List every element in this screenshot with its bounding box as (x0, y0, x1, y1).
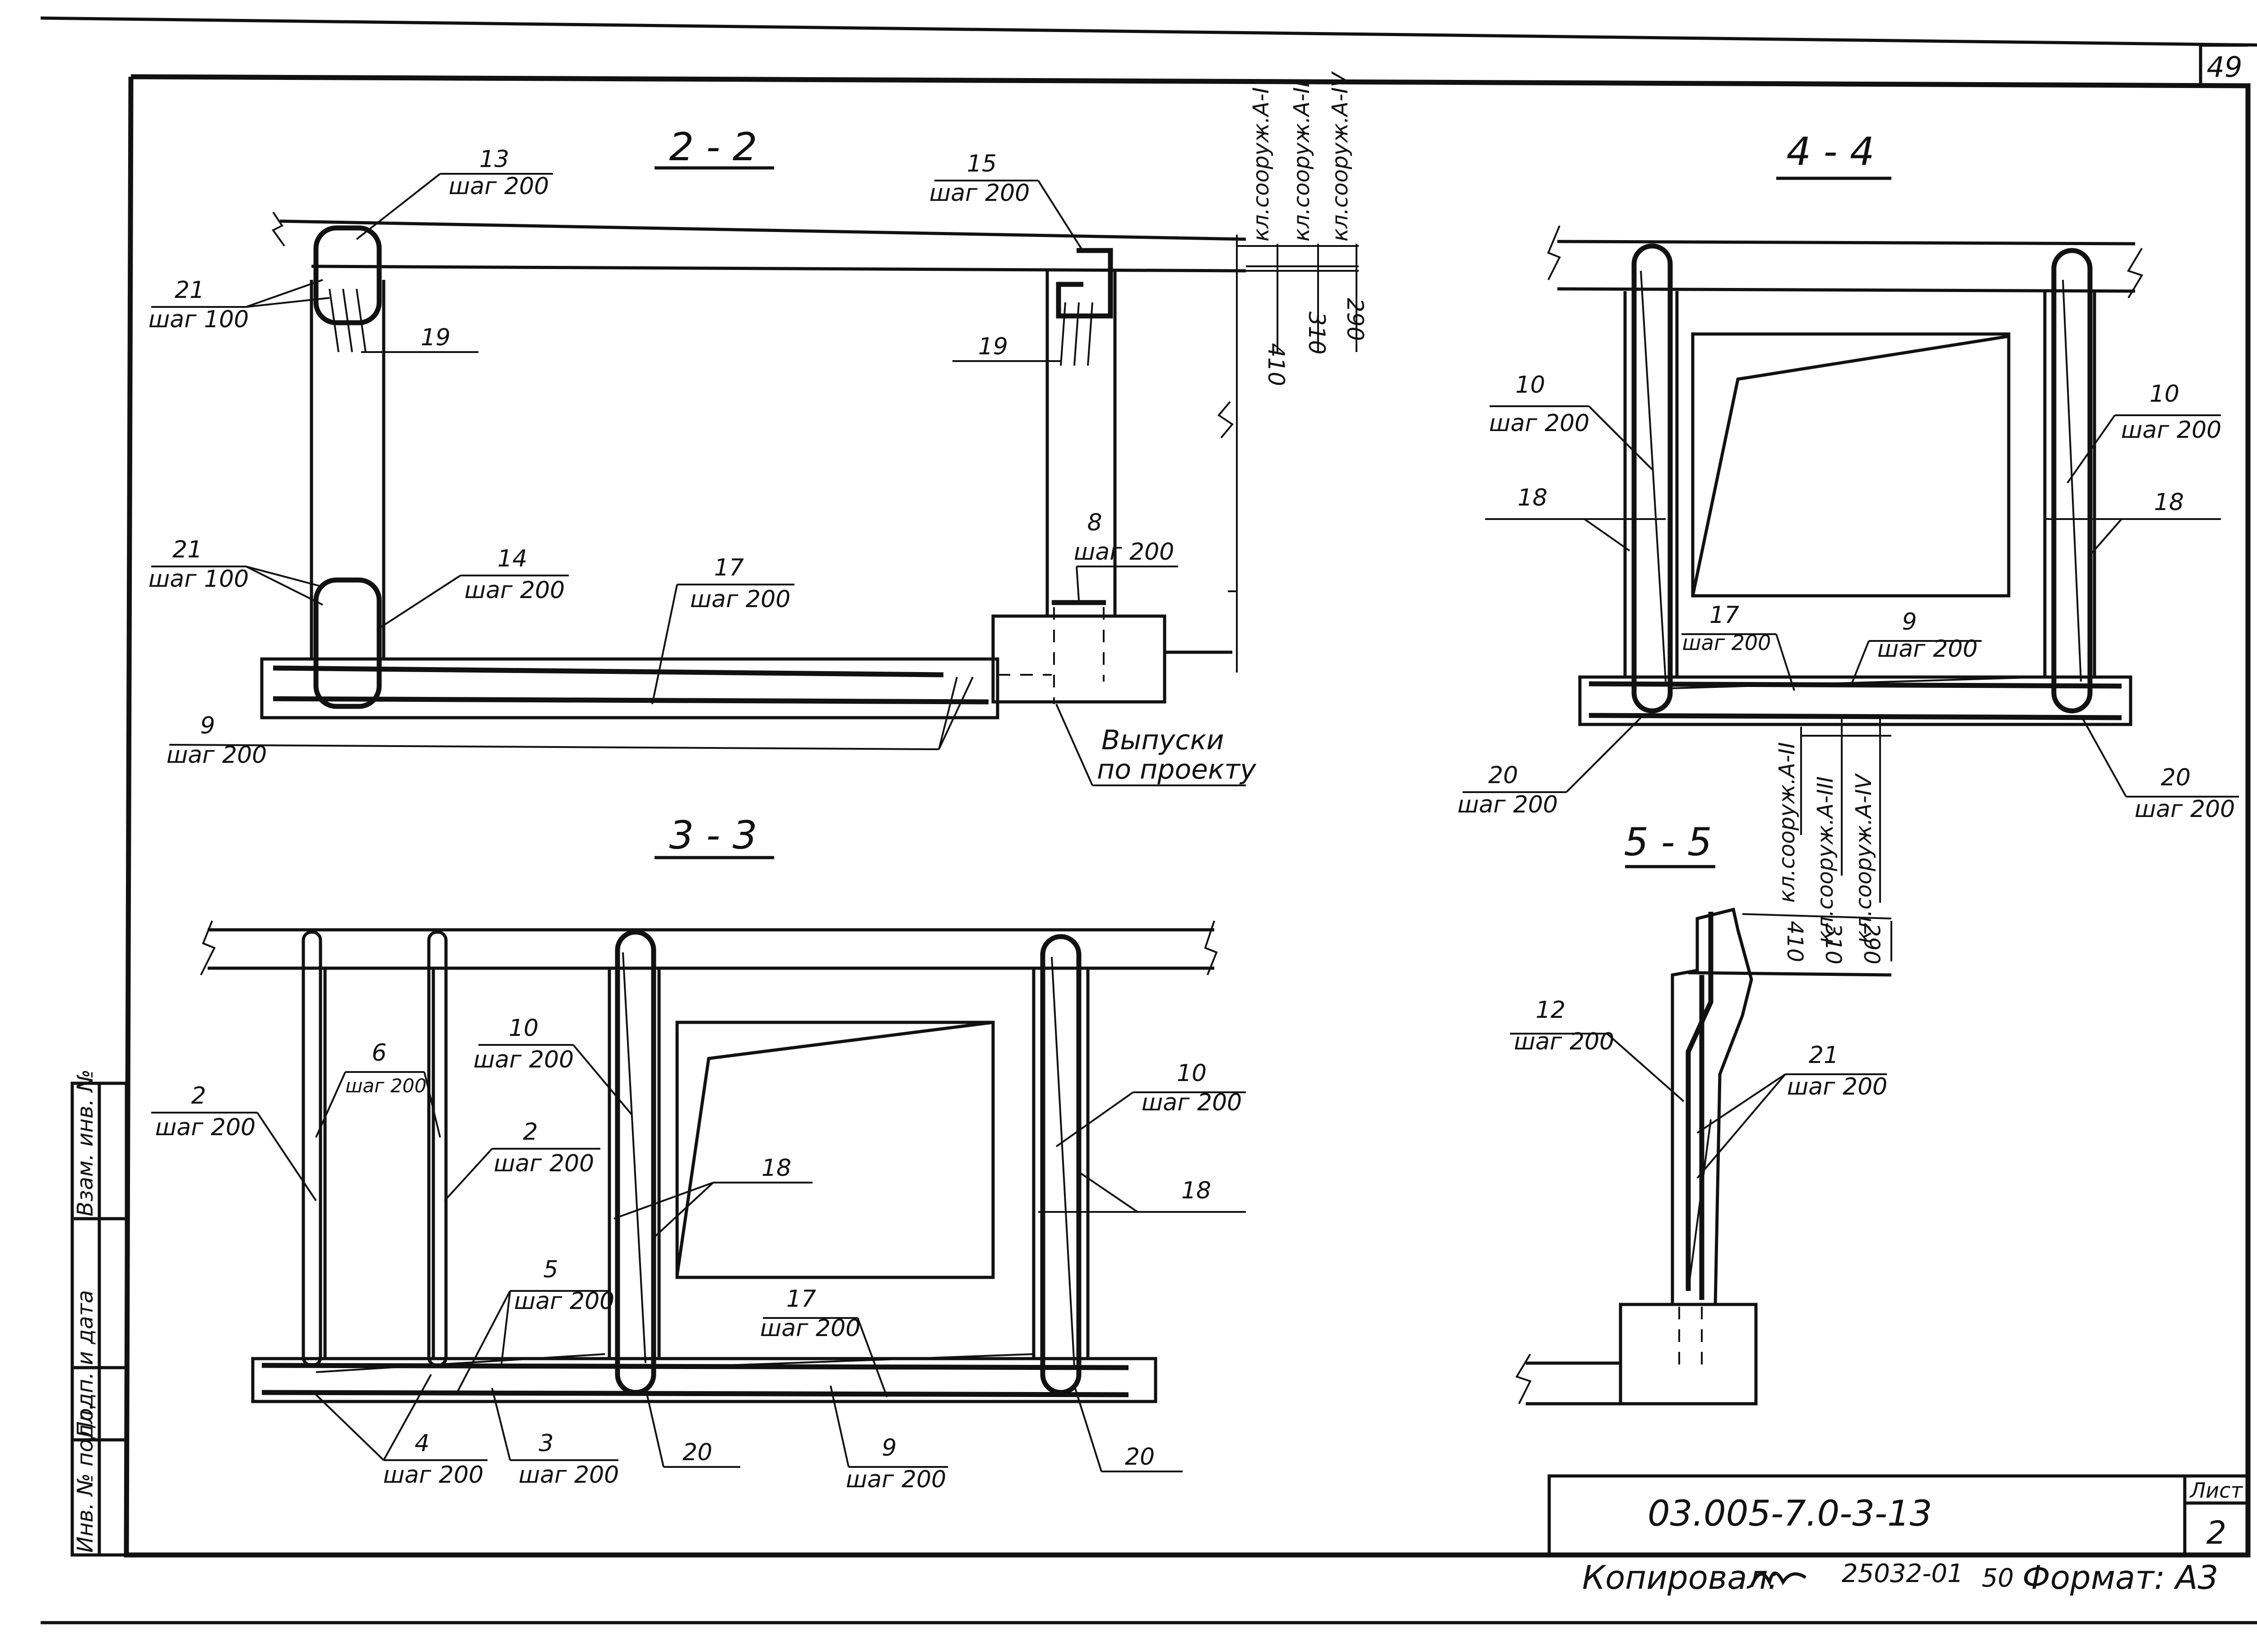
dim-5-5-410: 410 (1782, 921, 1807, 962)
sheet-label: Лист (2189, 1478, 2243, 1503)
stamp-replace-inv: Взам. инв. № (73, 1069, 98, 1216)
paper-format: Формат: А3 (2022, 1559, 2218, 1596)
label-2-2-bar14: 14 (497, 545, 527, 572)
label-3-3-bar5: 5 (543, 1256, 558, 1283)
label-4-4-bar20-left: 20 (1488, 762, 1518, 789)
section-4-4-dims (1800, 718, 1891, 903)
step-3-3-bar17: шаг 200 (760, 1315, 861, 1342)
step-4-4-bar10-right: шаг 200 (2121, 417, 2222, 444)
copy-suffix: 50 (1982, 1564, 2014, 1593)
stamp-sign-date: Подп. и дата (73, 1290, 98, 1438)
class-4-4-a3: кл.сооруж.А-III (1813, 776, 1838, 943)
section-2-2: 2 - 2 13 шаг 200 15 шаг 200 21 шаг 100 1… (149, 71, 1368, 786)
dim-2-2-290: 290 (1342, 298, 1368, 341)
label-2-2-bar13: 13 (479, 146, 509, 173)
dim-2-2-410: 410 (1263, 343, 1289, 386)
step-2-2-bar21-top: шаг 100 (149, 306, 249, 333)
section-4-4-title: 4 - 4 (1786, 129, 1874, 174)
label-2-2-bar15: 15 (967, 150, 997, 177)
page-number: 49 (2207, 51, 2243, 84)
section-3-3-geometry (200, 920, 1218, 1403)
label-5-5-bar12: 12 (1536, 997, 1565, 1024)
section-4-4-geometry (1547, 225, 2143, 726)
step-3-3-bar10-left: шаг 200 (474, 1046, 574, 1073)
dim-2-2-310: 310 (1304, 311, 1330, 354)
label-3-3-bar18-left: 18 (762, 1155, 791, 1182)
step-2-2-bar8: шаг 200 (1074, 538, 1175, 566)
label-3-3-bar18-right: 18 (1181, 1177, 1211, 1204)
step-3-3-bar4: шаг 200 (383, 1462, 484, 1489)
label-3-3-bar10-left: 10 (509, 1015, 539, 1042)
label-2-2-bar9: 9 (200, 712, 215, 739)
label-4-4-bar10-left: 10 (1515, 371, 1545, 399)
copy-number: 25032-01 (1842, 1559, 1964, 1588)
step-3-3-bar2-left: шаг 200 (155, 1114, 256, 1141)
step-5-5-bar21: шаг 200 (1787, 1073, 1888, 1100)
step-2-2-bar15: шаг 200 (929, 180, 1030, 207)
label-3-3-bar4: 4 (414, 1430, 429, 1457)
step-3-3-bar6: шаг 200 (345, 1075, 427, 1097)
label-4-4-bar18-right: 18 (2154, 489, 2184, 516)
step-3-3-bar3: шаг 200 (519, 1462, 619, 1489)
section-5-5-title: 5 - 5 (1624, 820, 1712, 865)
label-2-2-bar19-left: 19 (421, 324, 450, 351)
class-2-2-a2: кл.сооруж.А-II (1289, 81, 1314, 241)
label-3-3-bar17: 17 (786, 1285, 816, 1313)
step-3-3-bar9: шаг 200 (846, 1466, 947, 1493)
class-2-2-a4: кл.сооруж.А-IV (1328, 71, 1353, 241)
section-2-2-title: 2 - 2 (669, 125, 757, 170)
step-3-3-bar2-mid: шаг 200 (494, 1150, 594, 1177)
step-4-4-bar20-right: шаг 200 (2135, 796, 2235, 823)
step-2-2-bar13: шаг 200 (449, 173, 549, 200)
label-3-3-bar10-right: 10 (1177, 1060, 1207, 1087)
label-3-3-bar6: 6 (372, 1039, 386, 1067)
label-3-3-bar2-mid: 2 (523, 1118, 538, 1146)
dim-5-5-290: 290 (1859, 923, 1884, 965)
label-2-2-bar21-bottom: 21 (172, 536, 202, 563)
outlets-label-line2: по проекту (1097, 754, 1257, 785)
step-4-4-bar9: шаг 200 (1877, 636, 1978, 663)
label-3-3-bar20-right: 20 (1125, 1443, 1155, 1471)
label-3-3-bar3: 3 (539, 1430, 553, 1457)
sheet-frame (40, 16, 2257, 1624)
sheet-number: 2 (2206, 1514, 2227, 1551)
section-3-3: 3 - 3 2 шаг 200 6 шаг 200 2 шаг 200 10 ш… (151, 813, 1246, 1493)
stamp-inv-number: Инв. № подл. (73, 1403, 98, 1553)
section-5-5-geometry (1515, 907, 1892, 1406)
dim-5-5-310: 310 (1820, 923, 1846, 965)
step-3-3-bar10-right: шаг 200 (1142, 1089, 1242, 1116)
section-4-4: 4 - 4 10 шаг 200 18 10 шаг 200 18 17 шаг… (1458, 129, 2239, 943)
label-4-4-bar9: 9 (1902, 608, 1917, 636)
label-2-2-bar17: 17 (714, 554, 744, 581)
signature-mark (1750, 1571, 1807, 1587)
drawing-code: 03.005-7.0-3-13 (1648, 1494, 1932, 1534)
label-4-4-bar20-right: 20 (2161, 764, 2191, 791)
label-3-3-bar2-left: 2 (191, 1082, 206, 1109)
step-2-2-bar14: шаг 200 (464, 577, 565, 604)
step-4-4-bar10-left: шаг 200 (1489, 410, 1590, 437)
step-2-2-bar17: шаг 200 (690, 586, 791, 613)
label-5-5-bar21: 21 (1809, 1042, 1839, 1069)
class-4-4-a2: кл.сооруж.А-II (1774, 742, 1800, 903)
copied-by: Копировал: (1582, 1559, 1779, 1596)
label-3-3-bar9: 9 (882, 1434, 896, 1462)
label-4-4-bar17: 17 (1709, 602, 1739, 629)
label-3-3-bar20-left: 20 (683, 1439, 712, 1466)
class-4-4-a4: кл.сооруж.А-IV (1851, 773, 1876, 943)
section-5-5: 5 - 5 12 шаг 200 21 шаг 200 410 310 290 (1510, 820, 1892, 1406)
label-4-4-bar18-left: 18 (1518, 484, 1547, 511)
label-2-2-bar21-top: 21 (175, 277, 204, 304)
label-2-2-bar8: 8 (1087, 509, 1102, 536)
section-2-2-geometry (260, 211, 1359, 719)
outlets-label-line1: Выпуски (1101, 724, 1224, 756)
step-3-3-bar5: шаг 200 (514, 1288, 615, 1315)
label-2-2-bar19-right: 19 (978, 333, 1008, 360)
step-5-5-bar12: шаг 200 (1514, 1028, 1615, 1055)
step-2-2-bar21-bottom: шаг 100 (149, 566, 249, 593)
label-4-4-bar10-right: 10 (2150, 381, 2179, 408)
class-2-2-a1: кл.сооруж.А-I (1249, 87, 1274, 241)
step-4-4-bar20-left: шаг 200 (1458, 791, 1558, 818)
section-3-3-title: 3 - 3 (669, 813, 757, 858)
